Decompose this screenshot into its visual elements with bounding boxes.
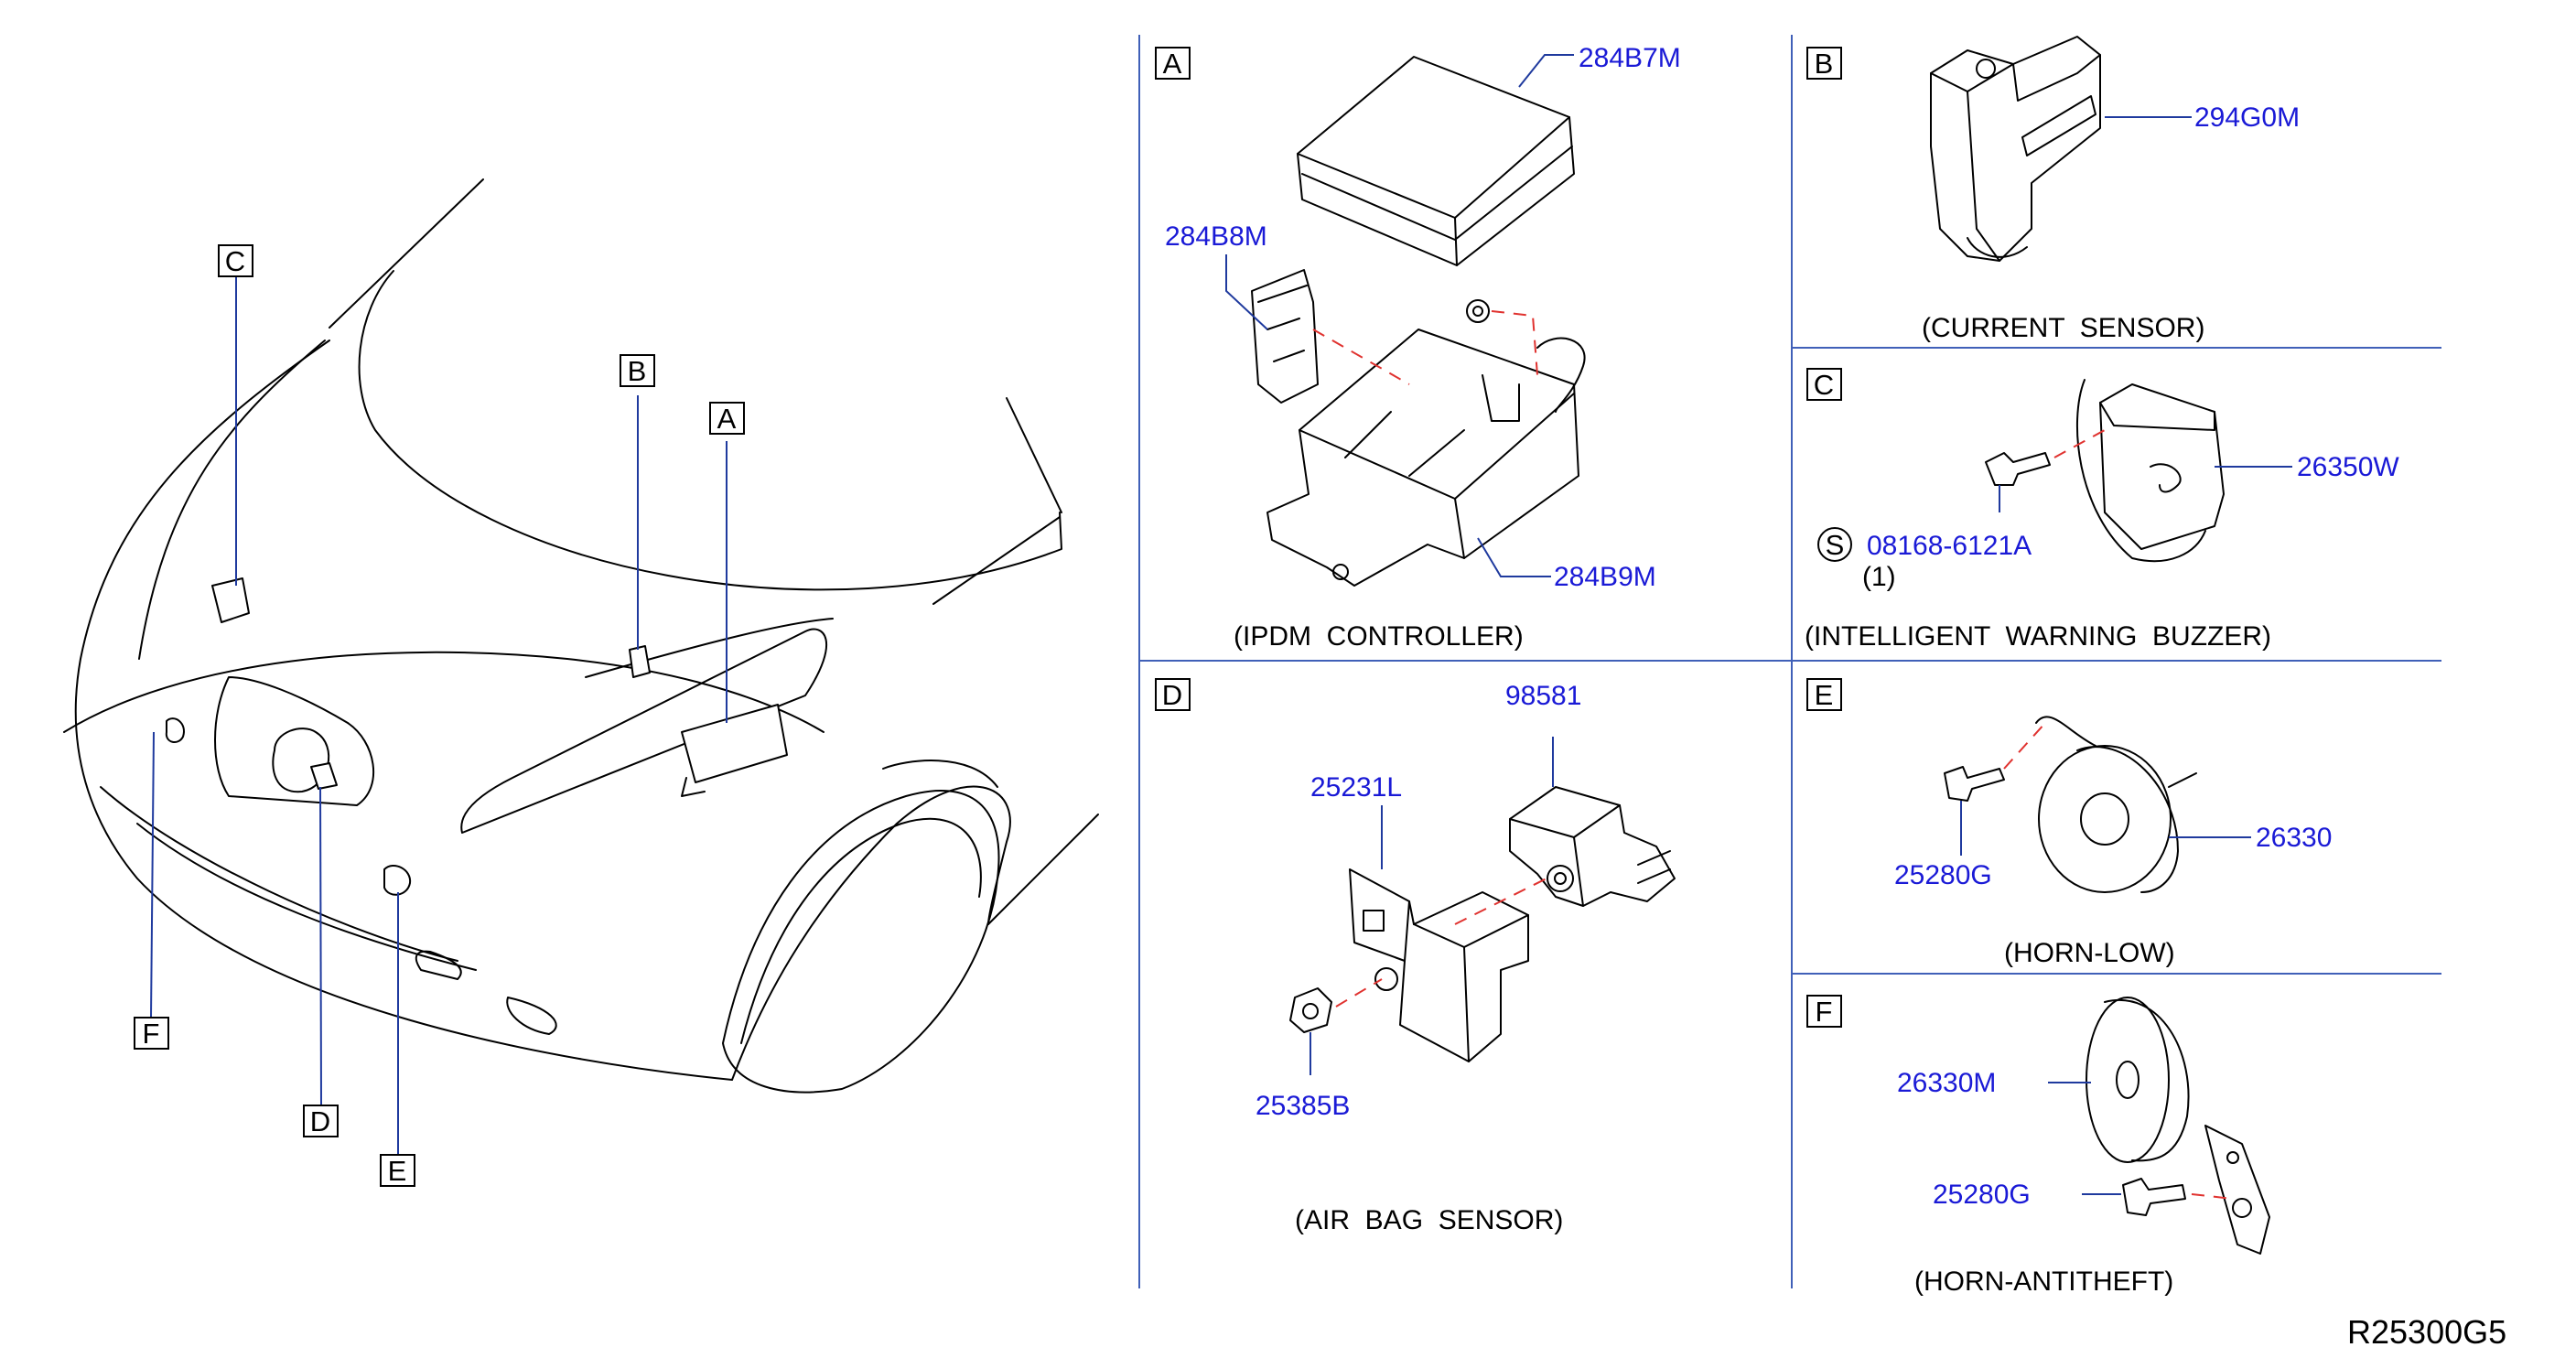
airbag-bracket [1349, 868, 1529, 1062]
horn-low-body [2038, 745, 2172, 893]
callout-e: E [380, 1154, 415, 1187]
section-e-letter-box [1806, 678, 1842, 711]
part-26350w: 26350W [2297, 452, 2399, 482]
section-b: B 294G0M (CURRENT SENSOR) [1806, 36, 2300, 343]
bolt-25280g-f [2122, 1178, 2186, 1216]
section-e: E 26330 25280G (HORN-LOW) [1806, 678, 2332, 968]
section-a-caption: (IPDM CONTROLLER) [1234, 621, 1524, 652]
section-d-caption: (AIR BAG SENSOR) [1295, 1205, 1563, 1235]
svg-text:F: F [143, 1018, 160, 1050]
section-e-letter: E [1815, 679, 1834, 711]
current-sensor [1930, 36, 2101, 262]
svg-text:D: D [310, 1105, 330, 1137]
callout-a: A [709, 402, 745, 435]
svg-text:E: E [388, 1155, 407, 1187]
bolt-25280g-e [1944, 766, 2005, 802]
airbag-sensor [1509, 786, 1676, 907]
section-c-letter: C [1814, 369, 1834, 401]
ipdm-base [1266, 329, 1579, 587]
buzzer-body [2099, 383, 2225, 550]
section-d: D 98581 25231L 25385B (AIR BAG SENSOR) [1155, 678, 1676, 1235]
section-b-letter: B [1815, 48, 1834, 80]
section-c-caption: (INTELLIGENT WARNING BUZZER) [1805, 621, 2271, 652]
reference-number: R25300G5 [2347, 1313, 2506, 1351]
part-08168-6121a: 08168-6121A [1867, 531, 2032, 561]
part-25385b: 25385B [1256, 1091, 1350, 1121]
section-f: F 26330M 25280G (HORN-ANTITHEFT) [1806, 995, 2270, 1297]
s-symbol: S [1826, 529, 1845, 561]
horn-antitheft-bracket [2204, 1125, 2270, 1255]
section-d-letter-box [1155, 678, 1191, 711]
section-c: C 26350W S 08168-6121A (1) (INTELLIGENT … [1805, 368, 2399, 652]
overview-leaders [150, 276, 728, 1155]
section-f-letter-box [1806, 995, 1842, 1028]
part-284b8m: 284B8M [1165, 221, 1267, 252]
svg-text:A: A [717, 403, 737, 435]
section-a-letter-box [1155, 47, 1191, 80]
part-26330: 26330 [2256, 823, 2332, 853]
ipdm-bracket [1251, 269, 1319, 404]
car-front-overview [63, 178, 1099, 1094]
section-b-letter-box [1806, 47, 1842, 80]
part-26330m: 26330M [1897, 1068, 1996, 1098]
section-f-caption: (HORN-ANTITHEFT) [1914, 1266, 2173, 1297]
section-d-letter: D [1162, 679, 1182, 711]
part-25280g-e: 25280G [1894, 860, 1992, 890]
section-a: A 284B7M 284B8M 284B9M (IPDM CONTROLLER) [1155, 43, 1681, 652]
part-284b7m: 284B7M [1579, 43, 1681, 73]
part-98581: 98581 [1505, 681, 1581, 711]
section-c-letter-box [1806, 368, 1842, 401]
section-f-letter: F [1816, 996, 1833, 1028]
section-a-letter: A [1163, 48, 1182, 80]
section-e-caption: (HORN-LOW) [2004, 938, 2175, 968]
part-25231l: 25231L [1310, 772, 1402, 803]
callout-d: D [303, 1105, 339, 1137]
part-25280g-f: 25280G [1933, 1180, 2031, 1210]
quantity: (1) [1862, 562, 1896, 592]
callout-b: B [620, 354, 655, 387]
nut-25385b [1289, 987, 1332, 1033]
bolt-08168 [1985, 452, 2051, 486]
part-294g0m: 294G0M [2194, 102, 2300, 133]
section-grid [1138, 35, 2441, 1288]
part-284b9m: 284B9M [1554, 562, 1656, 592]
callout-f: F [134, 1017, 169, 1050]
section-b-caption: (CURRENT SENSOR) [1922, 313, 2204, 343]
callout-c: C [218, 244, 253, 277]
svg-text:C: C [225, 245, 245, 277]
s-symbol-circle [1817, 527, 1852, 562]
svg-text:B: B [628, 355, 647, 387]
horn-antitheft-body [2086, 997, 2170, 1163]
ipdm-cover [1297, 56, 1575, 266]
